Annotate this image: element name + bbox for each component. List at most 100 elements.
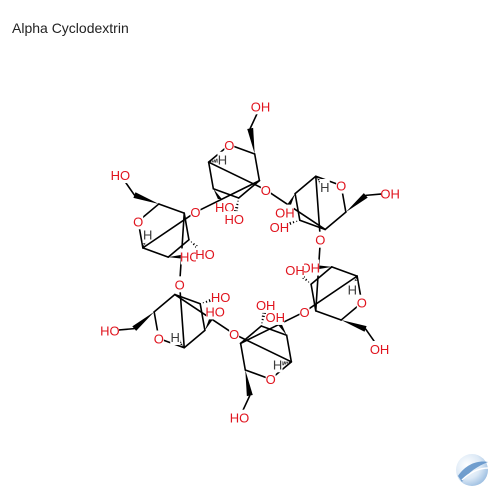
ring-bond	[212, 187, 240, 199]
hashed-bond	[281, 361, 284, 366]
label-background	[100, 322, 119, 339]
ring-bond	[298, 219, 326, 231]
hydroxyl-group: OH	[370, 342, 390, 357]
label-background	[356, 294, 367, 311]
hashed-bond	[292, 221, 295, 224]
label-background	[370, 340, 389, 357]
glycosidic-bond	[142, 211, 197, 249]
hashed-bond	[216, 158, 219, 163]
hashed-bond	[284, 361, 286, 365]
ring-bond	[285, 334, 293, 363]
glycosidic-bond	[233, 333, 293, 363]
glycosidic-bond	[239, 310, 306, 345]
label-background	[170, 329, 181, 346]
label-background	[256, 296, 275, 313]
label-background	[153, 330, 164, 347]
label-background	[229, 326, 240, 343]
stereo-hydrogen: H	[273, 357, 282, 372]
hydroxyl-group: OH	[270, 220, 290, 235]
hashed-bond	[261, 315, 265, 318]
stereo-hydrogen: H	[348, 282, 357, 297]
stereo-hydrogen: H	[218, 153, 227, 168]
hydroxyl-group: HO	[211, 290, 231, 305]
glycosidic-oxygen: O	[299, 305, 309, 320]
hashed-bond	[205, 300, 208, 303]
wedge-bond	[247, 127, 255, 155]
glycosidic-bond	[194, 179, 261, 214]
glycosidic-oxygen: O	[229, 327, 239, 342]
label-background	[215, 199, 234, 216]
hydroxyl-group: OH	[251, 99, 271, 114]
glycosidic-bond	[265, 189, 326, 231]
glycosidic-bond	[303, 275, 358, 313]
hashed-bond	[208, 299, 211, 303]
brand-swoosh-icon	[461, 467, 489, 481]
label-background	[381, 185, 400, 202]
ring-bond	[183, 212, 190, 241]
ring-bond	[324, 211, 347, 231]
wedge-bond	[245, 369, 253, 397]
ring-bond	[142, 247, 170, 258]
ring-bond	[314, 310, 342, 321]
hashed-bond	[307, 281, 310, 283]
label-background	[270, 218, 289, 235]
hashed-bond	[143, 242, 146, 245]
label-background	[217, 151, 228, 168]
label-background	[142, 226, 153, 243]
hashed-bond	[316, 177, 318, 179]
stereo-hydrogen: H	[143, 228, 152, 243]
ring-bond	[310, 266, 333, 286]
label-background	[230, 409, 249, 426]
label-background	[251, 98, 270, 115]
glycosidic-oxygen: O	[315, 233, 325, 248]
label-background	[133, 213, 144, 230]
hashed-bond	[317, 178, 320, 181]
glycosidic-oxygen: O	[190, 205, 200, 220]
ring-bond	[294, 192, 301, 222]
label-background	[265, 371, 276, 388]
label-background	[195, 246, 214, 263]
hashed-bond	[182, 345, 184, 347]
hydroxyl-group: HO	[205, 304, 225, 319]
wedge-bond	[132, 311, 155, 331]
glycosidic-oxygen: O	[175, 277, 185, 292]
glycosidic-bond	[207, 161, 267, 191]
ring-bond	[174, 293, 202, 305]
hydroxyl-group: OH	[266, 310, 286, 325]
ring-bond	[310, 283, 317, 312]
ring-bond	[153, 293, 176, 313]
hashed-bond	[192, 243, 195, 246]
wedge-bond	[341, 320, 367, 332]
ring-oxygen: O	[266, 372, 276, 387]
ring-oxygen: O	[224, 138, 234, 153]
label-background	[275, 204, 294, 221]
glycosidic-bond	[314, 175, 322, 241]
hydroxyl-group: HO	[100, 324, 120, 339]
hydroxyl-group: OH	[300, 261, 320, 276]
label-background	[336, 177, 347, 194]
label-background	[211, 289, 230, 306]
hydroxyl-group: OH	[256, 298, 276, 313]
label-background	[225, 211, 244, 228]
hashed-bond	[235, 206, 239, 209]
hydroxyl-group: HO	[225, 212, 245, 227]
hashed-bond	[354, 279, 357, 282]
glycosidic-bond	[174, 293, 235, 335]
hydroxyl-group: HO	[180, 249, 200, 264]
ring-bond	[183, 329, 206, 349]
label-background	[347, 281, 358, 298]
ring-bond	[260, 325, 288, 337]
ring-bond	[167, 238, 190, 258]
wedge-bond	[133, 192, 159, 204]
label-background	[319, 178, 330, 195]
label-background	[315, 231, 326, 248]
hashed-bond	[190, 241, 193, 243]
hydroxyl-group: HO	[111, 168, 131, 183]
ring-bond	[207, 161, 215, 190]
hydroxyl-group: HO	[195, 247, 215, 262]
label-background	[180, 248, 199, 265]
ring-bond	[294, 175, 317, 195]
hashed-bond	[214, 159, 216, 163]
hydroxyl-group: OH	[285, 263, 305, 278]
wedge-bond	[345, 193, 368, 213]
